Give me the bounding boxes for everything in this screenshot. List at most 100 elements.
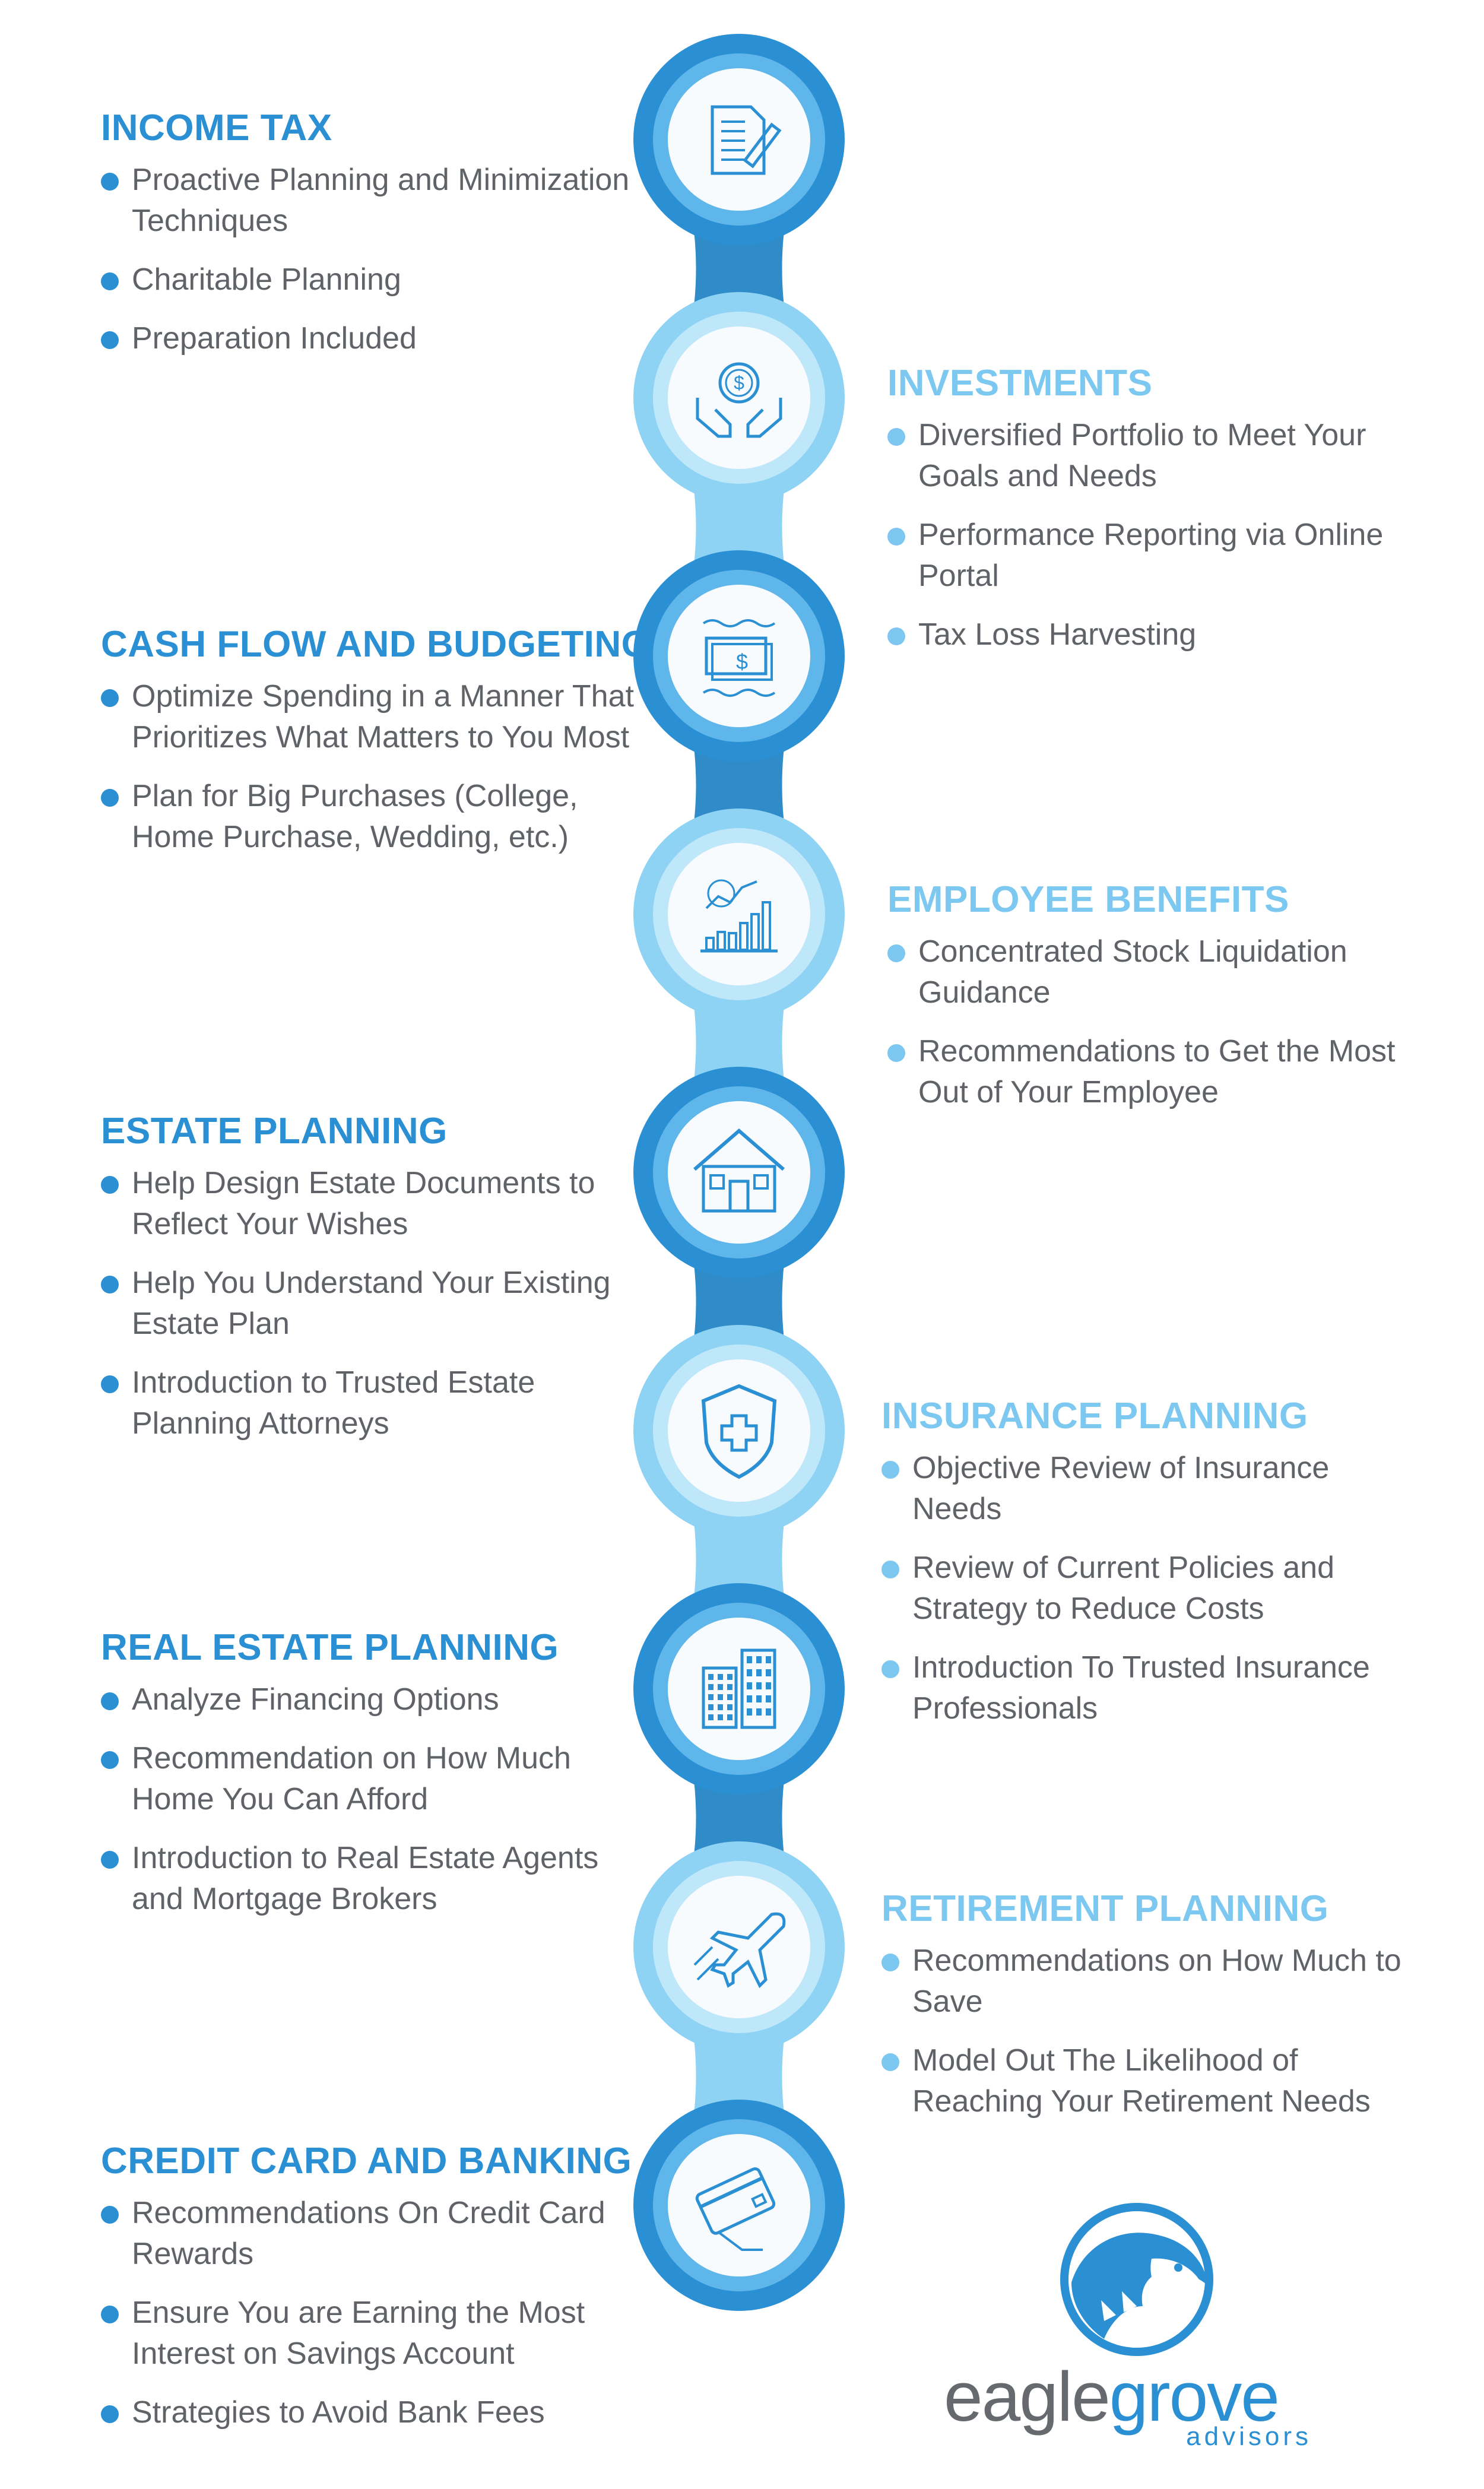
bullet-text: Plan for Big Purchases (College, Home Pu… [132, 779, 578, 854]
timeline-node [633, 1067, 845, 1278]
bullet-item: Help Design Estate Documents to Reflect … [101, 1163, 635, 1245]
bullet-list: Help Design Estate Documents to Reflect … [101, 1163, 635, 1444]
bullet-text: Strategies to Avoid Bank Fees [132, 2395, 545, 2430]
bullet-text: Introduction To Trusted Insurance Profes… [912, 1650, 1370, 1726]
svg-text:$: $ [734, 372, 744, 394]
airplane-icon [693, 1912, 786, 1989]
bullet-dot-icon [101, 173, 119, 191]
bullet-dot-icon [101, 1692, 119, 1710]
bullet-text: Diversified Portfolio to Meet Your Goals… [918, 418, 1366, 493]
bullet-dot-icon [101, 789, 119, 807]
bullet-text: Recommendations on How Much to Save [912, 1943, 1401, 2019]
bullet-text: Help Design Estate Documents to Reflect … [132, 1166, 595, 1241]
credit-card-icon [695, 2167, 776, 2251]
bullet-dot-icon [101, 1375, 119, 1393]
bullet-text: Charitable Planning [132, 262, 401, 297]
section-heading: CREDIT CARD AND BANKING [101, 2141, 632, 2182]
section-heading: ESTATE PLANNING [101, 1111, 448, 1152]
bullet-item: Recommendations to Get the Most Out of Y… [887, 1031, 1422, 1113]
timeline-node-face [668, 1359, 810, 1502]
bullet-text: Recommendation on How Much Home You Can … [132, 1741, 571, 1816]
timeline-node-face [668, 1101, 810, 1244]
bullet-text: Optimize Spending in a Manner That Prior… [132, 679, 634, 754]
bullet-item: Recommendations on How Much to Save [881, 1941, 1416, 2022]
timeline-node: $ [633, 292, 845, 503]
bullet-dot-icon [101, 1751, 119, 1769]
bullet-text: Concentrated Stock Liquidation Guidance [918, 934, 1347, 1010]
bullet-item: Strategies to Avoid Bank Fees [101, 2392, 635, 2433]
bullet-dot-icon [887, 528, 905, 546]
timeline-node: $ [633, 550, 845, 762]
bullet-item: Tax Loss Harvesting [887, 614, 1422, 655]
service-section: INSURANCE PLANNING Objective Review of In… [881, 1395, 1416, 1747]
bullet-item: Introduction To Trusted Insurance Profes… [881, 1647, 1416, 1729]
section-heading: EMPLOYEE BENEFITS [887, 879, 1289, 920]
timeline-node [633, 1841, 845, 2053]
bullet-dot-icon [101, 2306, 119, 2323]
bullet-dot-icon [887, 1044, 905, 1062]
bullet-item: Objective Review of Insurance Needs [881, 1448, 1416, 1530]
service-section: CASH FLOW AND BUDGETING Optimize Spending… [101, 623, 651, 876]
section-heading: INSURANCE PLANNING [881, 1396, 1308, 1437]
bullet-text: Introduction to Trusted Estate Planning … [132, 1365, 535, 1441]
bullet-item: Introduction to Trusted Estate Planning … [101, 1362, 635, 1444]
bullet-item: Introduction to Real Estate Agents and M… [101, 1838, 635, 1920]
bullet-dot-icon [881, 1561, 899, 1578]
bullet-text: Help You Understand Your Existing Estate… [132, 1266, 611, 1341]
bullet-item: Review of Current Policies and Strategy … [881, 1548, 1416, 1629]
bullet-item: Help You Understand Your Existing Estate… [101, 1263, 635, 1345]
bullet-list: Optimize Spending in a Manner That Prior… [101, 676, 635, 858]
bullet-text: Introduction to Real Estate Agents and M… [132, 1841, 599, 1916]
bullet-dot-icon [887, 428, 905, 446]
bullet-item: Optimize Spending in a Manner That Prior… [101, 676, 635, 758]
bullet-item: Model Out The Likelihood of Reaching You… [881, 2040, 1416, 2122]
bullet-text: Performance Reporting via Online Portal [918, 518, 1384, 593]
bullet-list: Diversified Portfolio to Meet Your Goals… [887, 415, 1422, 655]
timeline-node [633, 2100, 845, 2311]
bullet-item: Concentrated Stock Liquidation Guidance [887, 931, 1422, 1013]
bullet-dot-icon [881, 1660, 899, 1678]
bullet-item: Preparation Included [101, 318, 635, 359]
cash-flow-icon: $ [702, 619, 776, 697]
timeline-node-face [668, 326, 810, 469]
bullet-text: Ensure You are Earning the Most Interest… [132, 2295, 585, 2371]
shield-cross-icon [701, 1384, 777, 1479]
logo-word-grove: grove [1109, 2358, 1280, 2436]
timeline-node-face [668, 2134, 810, 2276]
bullet-dot-icon [101, 689, 119, 707]
house-icon [693, 1128, 785, 1213]
bullet-text: Recommendations to Get the Most Out of Y… [918, 1034, 1396, 1109]
service-section: EMPLOYEE BENEFITS Concentrated Stock Liqu… [887, 879, 1422, 1131]
bullet-dot-icon [881, 1954, 899, 1971]
section-heading: CASH FLOW AND BUDGETING [101, 624, 651, 665]
bullet-dot-icon [101, 331, 119, 349]
document-pen-icon [711, 105, 782, 175]
bullet-dot-icon [101, 1851, 119, 1869]
service-section: ESTATE PLANNING Help Design Estate Docume… [101, 1110, 635, 1462]
bullet-dot-icon [881, 2053, 899, 2071]
bullet-text: Objective Review of Insurance Needs [912, 1451, 1330, 1526]
section-heading: RETIREMENT PLANNING [881, 1888, 1329, 1929]
company-logo: eaglegrove advisors [944, 2202, 1330, 2452]
bullet-list: Proactive Planning and Minimization Tech… [101, 160, 635, 359]
logo-subtitle: advisors [1186, 2422, 1312, 2451]
service-section: RETIREMENT PLANNING Recommendations on Ho… [881, 1888, 1416, 2140]
timeline-node [633, 1583, 845, 1794]
logo-wordmark: eaglegrove [944, 2357, 1280, 2437]
svg-text:$: $ [736, 649, 748, 674]
bullet-dot-icon [887, 944, 905, 962]
hands-coin-icon: $ [696, 362, 782, 438]
bullet-text: Tax Loss Harvesting [918, 617, 1197, 652]
bullet-item: Diversified Portfolio to Meet Your Goals… [887, 415, 1422, 497]
bullet-text: Review of Current Policies and Strategy … [912, 1551, 1334, 1626]
logo-word-eagle: eagle [944, 2358, 1111, 2436]
bullet-dot-icon [101, 2206, 119, 2224]
bullet-item: Recommendation on How Much Home You Can … [101, 1738, 635, 1820]
